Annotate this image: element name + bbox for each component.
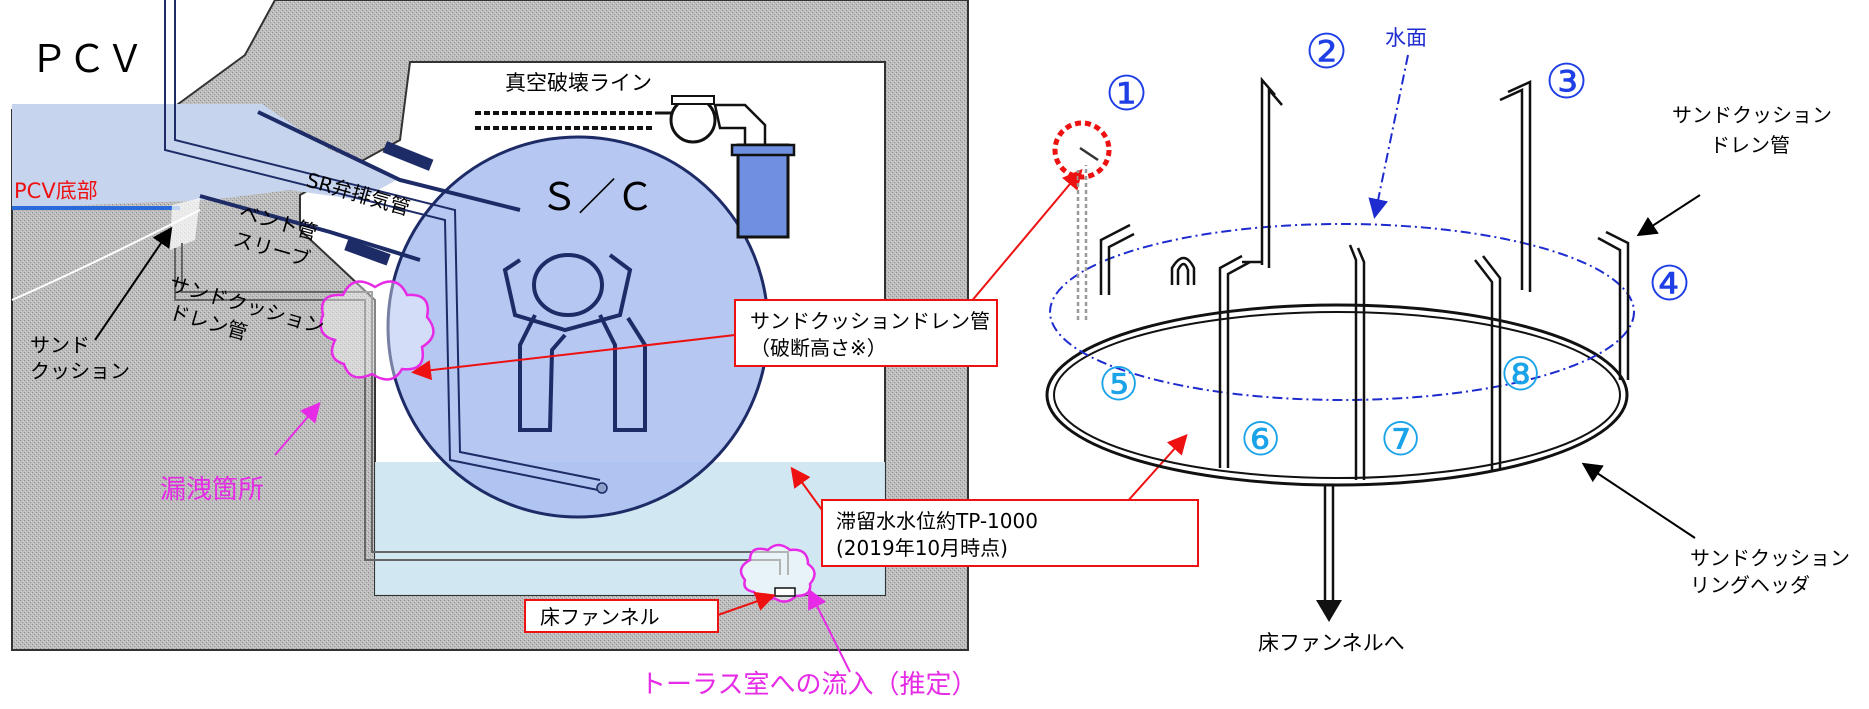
callout-drain-box	[734, 299, 998, 367]
ring-header-outer	[1045, 303, 1629, 487]
riser-number-5: ⑤	[1098, 357, 1139, 411]
ring-header-label-2: リングヘッダ	[1690, 573, 1810, 597]
to-funnel-arrowhead	[1316, 600, 1342, 622]
water-surface-arrow	[1368, 54, 1409, 219]
riser-number-2: ②	[1305, 24, 1348, 80]
floor-funnel-box	[524, 599, 719, 633]
vent-bellows-2	[344, 238, 391, 266]
sr-pipe-end	[596, 482, 608, 494]
leak-label: 漏洩箇所	[160, 475, 264, 505]
riser-number-8: ⑧	[1500, 347, 1541, 401]
drain-pipe-label-1: サンドクッション	[1672, 103, 1832, 127]
water-level-box	[821, 499, 1199, 567]
torus-inflow-arrow	[808, 588, 851, 673]
vacuum-line-label: 真空破壊ライン	[505, 71, 652, 95]
sand-cushion-label-1: サンド	[30, 333, 90, 357]
sr-exhaust-pipe	[164, 0, 601, 491]
riser-number-4: ④	[1648, 256, 1691, 312]
sand-cushion-label-2: クッション	[30, 359, 130, 383]
riser-number-1: ①	[1105, 66, 1148, 122]
water-surface-line	[1049, 223, 1635, 401]
ring-header-arrow	[1581, 462, 1696, 539]
pcv-water	[12, 104, 400, 208]
drain-pipe-arrow	[1636, 194, 1701, 237]
drain-pipe-label-2: ドレン管	[1710, 133, 1790, 157]
leak-arrow	[274, 401, 321, 456]
vacuum-break-line	[475, 95, 796, 239]
callout-drain-text-1: サンドクッションドレン管	[750, 309, 990, 333]
left-diagram: ＰＣＶ PCV底部 真空破壊ライン Ｓ／Ｃ SR弁排気管 ベント管 スリーブ サ…	[11, 0, 1199, 700]
water-level-arrow-left	[790, 466, 823, 511]
ring-header-label-1: サンドクッション	[1690, 546, 1850, 570]
floor-funnel-arrow	[717, 591, 776, 616]
vent-pipe	[199, 110, 521, 262]
break-point-marker	[1052, 120, 1112, 180]
vent-bellows-1	[382, 141, 434, 171]
callout-drain-text-2: （破断高さ※）	[750, 336, 887, 360]
pcv-label: ＰＣＶ	[30, 37, 144, 81]
leak-cloud-1	[319, 280, 435, 381]
riser-number-7: ⑦	[1380, 412, 1421, 466]
torus-inflow-label: トーラス室への流入（推定）	[640, 670, 977, 700]
right-diagram: ① ② ③ ④ ⑤ ⑥ ⑦ ⑧ 水面 サンドクッション ドレン管 サンドクッショ…	[1045, 24, 1850, 655]
water-level-text-2: (2019年10月時点)	[836, 536, 1008, 560]
downcomer	[502, 253, 647, 432]
pcv-bottom-label: PCV底部	[14, 179, 98, 203]
sc-label: Ｓ／Ｃ	[540, 175, 654, 219]
ring-header-inner	[1053, 311, 1621, 479]
to-funnel-label: 床ファンネルへ	[1258, 631, 1405, 655]
sand-cushion-arrow	[94, 226, 173, 341]
riser-number-3: ③	[1545, 54, 1588, 110]
riser-number-6: ⑥	[1240, 412, 1281, 466]
sand-cushion	[170, 198, 200, 250]
callout-drain-to-right-arrow	[959, 168, 1083, 316]
drain-risers	[1076, 76, 1630, 608]
floor-funnel-label: 床ファンネル	[540, 605, 660, 629]
water-surface-label: 水面	[1385, 26, 1427, 50]
callout-drain-arrow	[411, 334, 736, 381]
water-level-text-1: 滞留水水位約TP-1000	[836, 509, 1038, 533]
floor-funnel-mark	[774, 587, 796, 597]
